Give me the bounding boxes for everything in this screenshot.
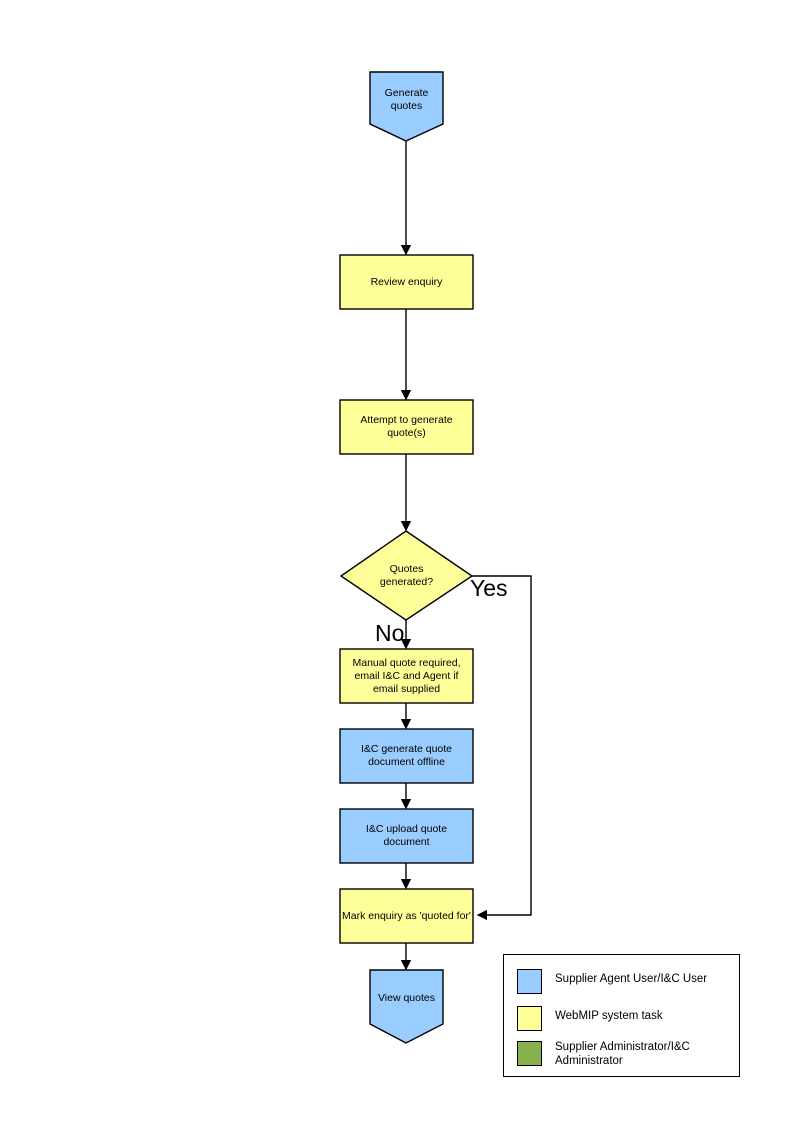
legend-swatch-admin-task [517,1041,542,1066]
node-shape-layer [339,71,474,1044]
node-shape-review-enquiry[interactable] [339,254,474,310]
node-shape-ic-upload-quote-document[interactable] [339,808,474,864]
legend-label-system-task: WebMIP system task [555,1010,663,1022]
legend-swatch-user-task [517,969,542,994]
node-shape-mark-enquiry-as-quoted-for[interactable] [339,888,474,944]
connector-layer [400,141,532,971]
node-shape-manual-quote-required[interactable] [339,648,474,704]
node-shape-generate-quotes[interactable] [369,71,444,142]
edge-decision-yes-to-mark [472,575,532,921]
branch-label-yes: Yes [470,575,508,601]
node-shape-quotes-generated-decision[interactable] [339,530,474,621]
node-shape-view-quotes[interactable] [369,969,444,1044]
legend-item-system-task: WebMIP system task [517,1006,663,1031]
legend-swatch-system-task [517,1006,542,1031]
node-shape-ic-generate-quote-document-offline[interactable] [339,728,474,784]
legend: Supplier Agent User/I&C User WebMIP syst… [503,954,740,1077]
legend-item-admin-task: Supplier Administrator/I&C Administrator [517,1041,690,1068]
legend-label-admin-task: Supplier Administrator/I&C Administrator [555,1041,690,1067]
node-shape-attempt-to-generate-quotes[interactable] [339,399,474,455]
legend-item-user-task: Supplier Agent User/I&C User [517,969,707,994]
legend-label-user-task: Supplier Agent User/I&C User [555,973,708,985]
branch-label-no: No [375,620,405,646]
